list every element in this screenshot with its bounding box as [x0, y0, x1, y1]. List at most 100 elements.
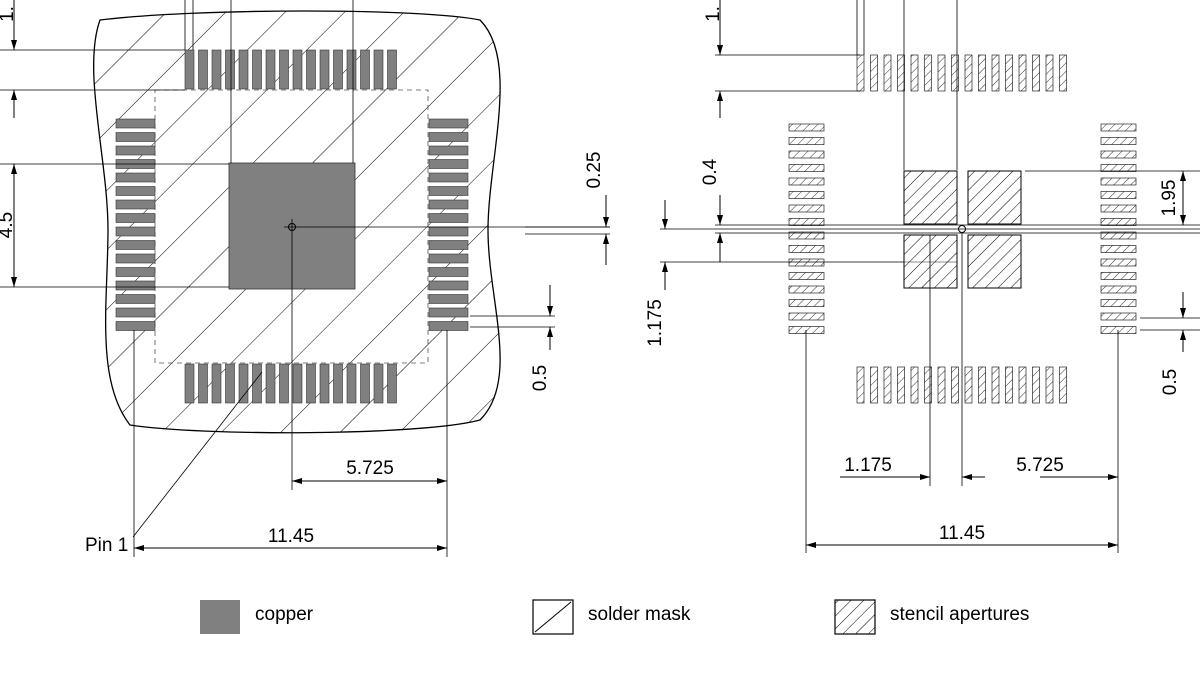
copper-pad-right: [428, 132, 469, 142]
stencil-pad-top: [883, 54, 892, 92]
stencil-pad-left: [788, 191, 825, 199]
copper-pad-left: [115, 307, 156, 318]
stencil-pad-top: [964, 54, 973, 92]
stencil-pad-top: [991, 54, 1000, 92]
package-outline: [154, 89, 429, 364]
copper-pad-left: [115, 172, 156, 183]
stencil-pad-right: [1100, 299, 1137, 307]
dim-paste-size-right: 1.95: [1159, 180, 1180, 217]
stencil-pad-top: [897, 54, 905, 92]
stencil-pad-right: [1100, 218, 1137, 226]
copper-pad-right: [428, 267, 469, 277]
stencil-pad-right: [1100, 191, 1137, 199]
copper-pad-top: [292, 49, 303, 90]
stencil-pad-left: [788, 177, 825, 186]
legend-copper-label: copper: [255, 604, 314, 625]
copper-pad-bottom: [333, 363, 343, 404]
stencil-pad-right: [1100, 177, 1137, 186]
copper-pad-left: [115, 321, 156, 331]
stencil-pad-top: [1005, 54, 1013, 92]
copper-pad-left: [115, 280, 156, 291]
stencil-aperture-br: [967, 234, 1022, 289]
stencil-pad-bottom: [910, 366, 919, 404]
copper-pad-left: [115, 226, 156, 237]
copper-pad-right: [428, 213, 469, 223]
stencil-aperture-tl: [903, 170, 958, 225]
copper-pad-top: [225, 49, 235, 90]
copper-pad-left: [115, 132, 156, 142]
copper-pad-bottom: [238, 363, 249, 404]
stencil-pad-bottom: [1059, 366, 1067, 404]
stencil-pad-left: [788, 245, 825, 253]
stencil-aperture-bl: [903, 234, 958, 289]
copper-pad-right: [428, 159, 469, 169]
copper-pad-top: [373, 49, 384, 90]
copper-pad-top: [319, 49, 330, 90]
stencil-pads: [788, 54, 1137, 404]
copper-pad-right: [428, 172, 469, 183]
legend-stencil-swatch: [834, 599, 876, 635]
stencil-pad-bottom: [937, 366, 946, 404]
copper-pad-bottom: [184, 363, 195, 404]
stencil-pad-bottom: [1005, 366, 1013, 404]
legend-solder-mask-swatch: [532, 599, 574, 635]
stencil-pad-top: [1018, 54, 1027, 92]
copper-pad-left: [115, 240, 156, 250]
legend: copper solder mask stencil apertures: [200, 599, 1029, 635]
legend-copper-swatch: [200, 600, 240, 634]
copper-pad-bottom: [373, 363, 384, 404]
copper-pad-top: [198, 49, 208, 90]
dim-pad-gap-left: 0.25: [584, 152, 605, 189]
left-footprint: 1. 4.5 0.25 0.5 5.725 11.45 Pin 1: [0, 0, 610, 557]
copper-pad-top: [265, 49, 276, 90]
stencil-pad-left: [788, 164, 825, 172]
copper-pad-top: [333, 49, 343, 90]
stencil-pad-bottom: [883, 366, 892, 404]
stencil-pad-bottom: [1032, 366, 1040, 404]
dim-pad-pitch-left: 0.5: [530, 365, 551, 391]
pin1-label: Pin 1: [85, 535, 128, 556]
copper-pad-top: [238, 49, 249, 90]
copper-pad-bottom: [279, 363, 289, 404]
stencil-pad-left: [788, 326, 825, 334]
stencil-pad-top: [951, 54, 959, 92]
stencil-pad-right: [1100, 272, 1137, 280]
stencil-pad-top: [870, 54, 878, 92]
stencil-pad-right: [1100, 150, 1137, 159]
copper-pad-top: [184, 49, 195, 90]
stencil-pad-left: [788, 137, 825, 145]
copper-pad-bottom: [225, 363, 235, 404]
stencil-pad-left: [788, 272, 825, 280]
copper-pad-left: [115, 267, 156, 277]
copper-pads: [115, 49, 469, 404]
stencil-pad-right: [1100, 123, 1137, 132]
dim-offset-bottom-right: 1.175: [844, 455, 892, 476]
copper-pad-bottom: [360, 363, 370, 404]
stencil-pad-right: [1100, 285, 1137, 294]
copper-pad-right: [428, 294, 469, 304]
stencil-pad-bottom: [897, 366, 905, 404]
copper-pad-left: [115, 145, 156, 156]
copper-pad-left: [115, 294, 156, 304]
stencil-pad-top: [1045, 54, 1054, 92]
copper-pad-right: [428, 240, 469, 250]
stencil-pad-bottom: [978, 366, 986, 404]
copper-pad-right: [428, 186, 469, 196]
stencil-pad-top: [937, 54, 946, 92]
dim-pad-gap-right: 0.4: [700, 158, 721, 185]
stencil-aperture-tr: [967, 170, 1022, 225]
copper-pad-right: [428, 118, 469, 129]
stencil-pad-bottom: [870, 366, 878, 404]
stencil-pad-top: [1059, 54, 1067, 92]
stencil-pad-right: [1100, 231, 1137, 240]
copper-pad-bottom: [387, 363, 397, 404]
dim-offset-left-right: 1.175: [645, 299, 666, 347]
dim-full-width-right: 11.45: [939, 523, 985, 544]
copper-pad-top: [346, 49, 357, 90]
stencil-pad-left: [788, 231, 825, 240]
stencil-pad-bottom: [856, 366, 865, 404]
copper-pad-top: [387, 49, 397, 90]
stencil-pad-right: [1100, 258, 1137, 267]
stencil-pad-left: [788, 123, 825, 132]
